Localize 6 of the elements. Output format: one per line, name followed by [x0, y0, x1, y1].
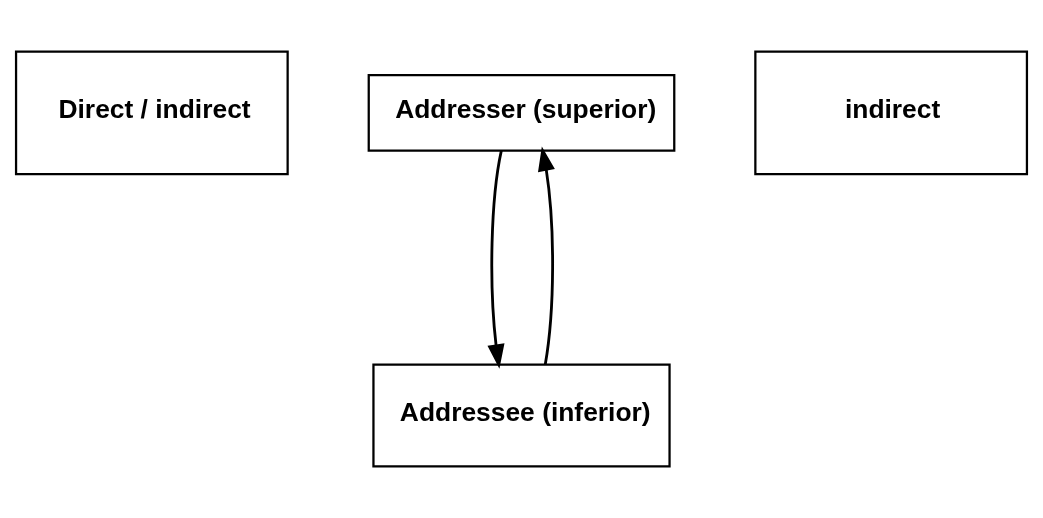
node-box: Addressee (inferior) — [372, 363, 671, 468]
arrow — [538, 146, 555, 365]
node-box: Direct / indirect — [14, 50, 289, 176]
node-box: Addresser (superior) — [367, 74, 676, 152]
node-box: indirect — [754, 50, 1029, 176]
arrow — [487, 150, 505, 369]
